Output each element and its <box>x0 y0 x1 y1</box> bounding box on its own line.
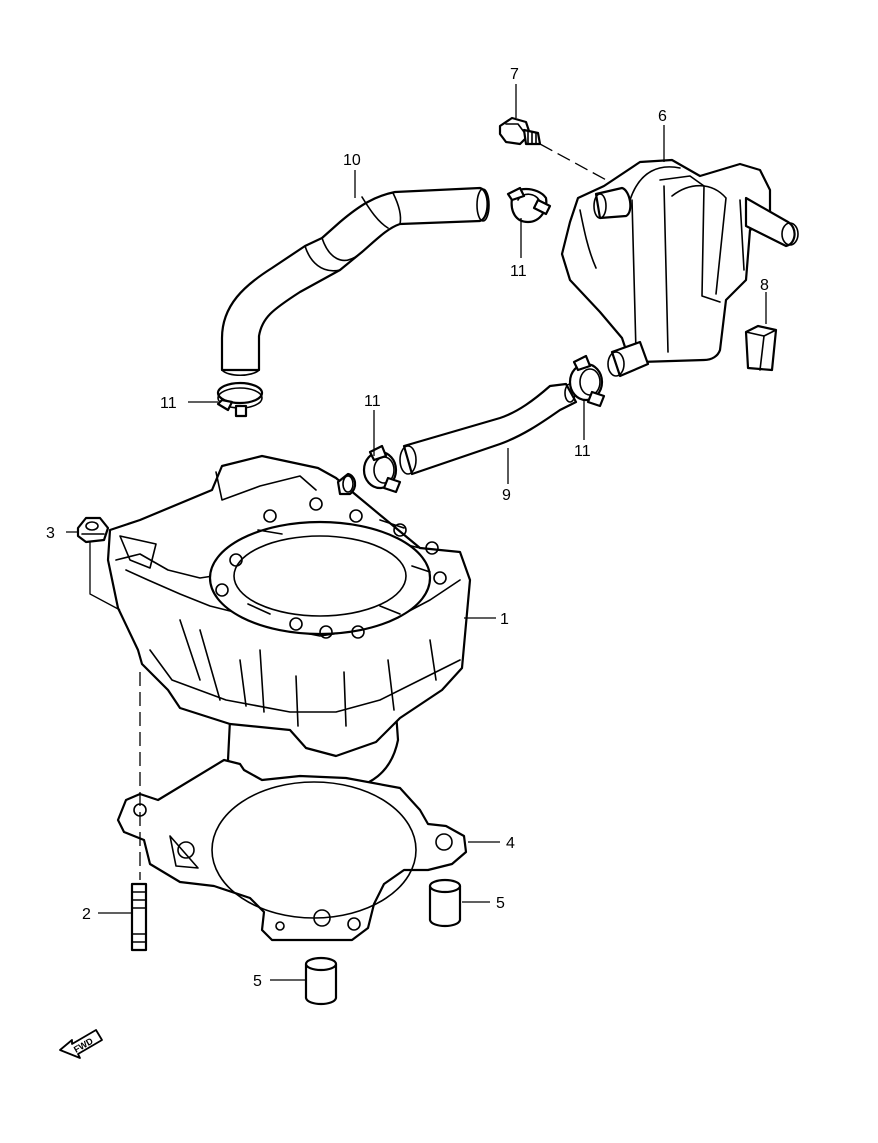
stud-2 <box>130 882 148 952</box>
callout-2: 2 <box>82 906 91 923</box>
callout-4: 4 <box>506 835 515 852</box>
hose-clamp-11-left <box>216 381 264 418</box>
cylinder-1 <box>106 454 472 792</box>
callout-11-right: 11 <box>574 443 591 460</box>
hose-10 <box>220 186 490 377</box>
pad-8 <box>744 324 778 372</box>
callout-1: 1 <box>500 611 509 628</box>
gasket-4 <box>116 758 468 942</box>
nut-3 <box>76 516 110 544</box>
callout-11-left: 11 <box>160 395 177 412</box>
hose-clamp-11-upper <box>506 186 552 224</box>
reservoir-6 <box>560 158 799 378</box>
callout-3: 3 <box>46 525 55 542</box>
callout-11-middle: 11 <box>364 393 381 410</box>
callout-10: 10 <box>343 152 361 169</box>
dowel-5-right <box>428 878 462 928</box>
leader-lines <box>66 84 767 981</box>
bolt-7 <box>498 116 542 146</box>
callout-5-bottom: 5 <box>253 973 262 990</box>
hose-9 <box>399 382 578 476</box>
callout-11-upper: 11 <box>510 263 527 280</box>
callout-9: 9 <box>502 487 511 504</box>
hose-clamp-11-right <box>568 354 606 408</box>
callout-5-right: 5 <box>496 895 505 912</box>
dowel-5-bottom <box>304 956 338 1006</box>
fwd-arrow-icon: FWD <box>59 1029 103 1059</box>
callout-7: 7 <box>510 66 519 83</box>
callout-8: 8 <box>760 277 769 294</box>
hose-clamp-11-middle <box>362 444 402 494</box>
callout-6: 6 <box>658 108 667 125</box>
bolt-7-alignment-line <box>539 143 611 183</box>
